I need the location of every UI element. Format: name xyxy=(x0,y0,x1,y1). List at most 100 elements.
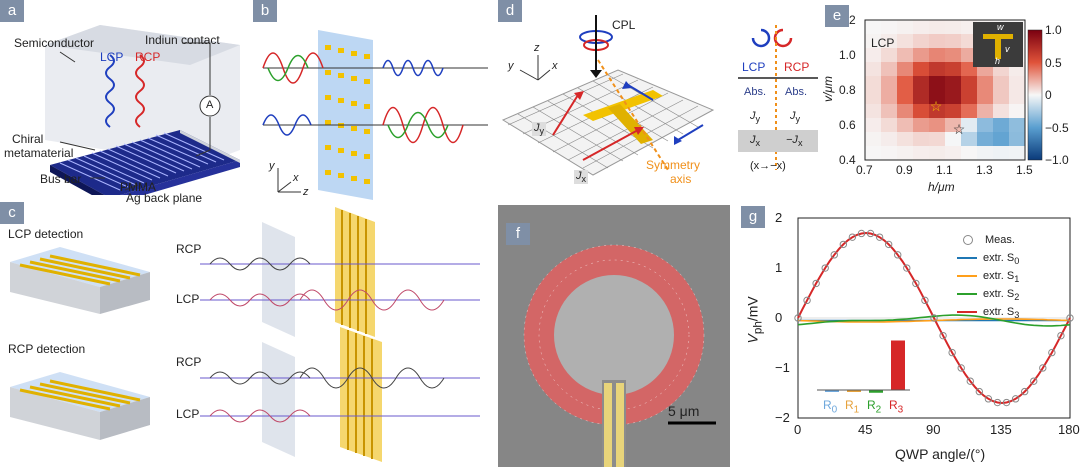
heatmap-cell xyxy=(977,76,994,91)
chart-xlabel: QWP angle/(°) xyxy=(895,446,986,462)
heatmap-cell xyxy=(881,104,898,119)
cpl-label: CPL xyxy=(612,18,636,32)
heatmap-cell xyxy=(897,146,914,161)
meas-point xyxy=(875,233,884,241)
d-axis-y: y xyxy=(508,60,514,72)
legend-swatch xyxy=(957,311,977,314)
heatmap-cell xyxy=(993,90,1010,105)
legend-swatch xyxy=(963,235,973,246)
panel-label-f: f xyxy=(506,223,530,245)
lcp-detection-label: LCP detection xyxy=(8,227,84,241)
heatmap-cell xyxy=(929,20,946,35)
meas-point xyxy=(903,264,911,272)
colorbar-tick: −0.5 xyxy=(1045,120,1069,135)
chart-ytick: −1 xyxy=(775,360,790,375)
meas-point xyxy=(812,279,820,288)
heatmap-cell xyxy=(913,118,930,133)
heatmap-cell xyxy=(961,132,978,147)
heatmap-cell xyxy=(945,90,962,105)
meas-point xyxy=(1011,395,1020,403)
heatmap-cell xyxy=(977,104,994,119)
chart-xtick: 135 xyxy=(990,422,1012,437)
heatmap-cell xyxy=(929,48,946,63)
star-marker-black: ☆ xyxy=(953,121,966,137)
table-head-lcp: LCP xyxy=(742,60,766,74)
heatmap-cell xyxy=(945,34,962,49)
meas-point xyxy=(939,331,947,340)
heatmap-cell xyxy=(961,104,978,119)
heatmap-cell xyxy=(929,90,946,105)
meas-point xyxy=(948,348,956,357)
heatmap-cell xyxy=(881,118,898,133)
meas-point xyxy=(930,314,938,322)
meas-point xyxy=(857,229,866,238)
chiral-label: Chiral xyxy=(12,132,44,146)
heatmap-cell xyxy=(897,90,914,105)
heatmap-cell xyxy=(993,104,1010,119)
meas-point xyxy=(821,264,829,272)
heatmap-cell xyxy=(977,146,994,161)
device-schematic xyxy=(45,25,240,195)
meas-point xyxy=(803,296,811,305)
legend-swatch xyxy=(957,275,977,278)
table-jy-rcp: Jy xyxy=(790,110,801,125)
heatmap-cell xyxy=(865,34,882,49)
heatmap-cell xyxy=(1009,146,1026,161)
heatmap-chart: ☆ ☆ xyxy=(864,19,1043,161)
heatmap-cell xyxy=(993,132,1010,147)
meas-point xyxy=(866,229,875,238)
heatmap-cell xyxy=(897,34,914,49)
semiconductor-label: Semiconductor xyxy=(14,36,95,50)
legend-item: extr. S1 xyxy=(957,270,1019,284)
heatmap-cell xyxy=(897,62,914,77)
axis-x-label: x xyxy=(293,172,299,184)
heatmap-cell xyxy=(929,118,946,133)
grating-lines xyxy=(59,132,225,191)
rcp-label: RCP xyxy=(135,50,161,64)
panel-f: f 5 μm xyxy=(498,205,730,467)
heatmap-cell xyxy=(881,90,898,105)
graphene-diagram xyxy=(501,15,818,176)
legend-swatch xyxy=(957,293,977,296)
inset-bar-2 xyxy=(869,390,883,393)
colorbar-tick: 0 xyxy=(1045,88,1052,102)
ag-back-plane-label: Ag back plane xyxy=(126,191,203,205)
series-line-extr-s2 xyxy=(797,314,1071,327)
legend-item: extr. S2 xyxy=(957,288,1019,302)
panel-label-d: d xyxy=(498,0,522,22)
lcp-label: LCP xyxy=(100,50,124,64)
meas-point xyxy=(957,364,965,372)
heatmap-cell xyxy=(945,76,962,91)
axis-z-label: z xyxy=(303,186,309,198)
heatmap-cell xyxy=(913,76,930,91)
jy-label: Jy xyxy=(532,122,547,137)
meas-point xyxy=(839,240,848,249)
meas-point xyxy=(1030,377,1038,385)
inset-bar-label: R3 xyxy=(889,398,904,416)
heatmap-xtick: 1.5 xyxy=(1016,163,1033,177)
legend-item: Meas. xyxy=(957,234,1015,246)
heatmap-cell xyxy=(865,104,882,119)
heatmap-cell xyxy=(977,118,994,133)
heatmap-cell xyxy=(881,20,898,35)
meas-point xyxy=(884,240,893,249)
meas-point xyxy=(1057,331,1065,340)
meas-point xyxy=(848,233,857,241)
metamaterial-label: metamaterial xyxy=(4,146,74,160)
heatmap-cell xyxy=(913,146,930,161)
axis-y-label: y xyxy=(269,160,275,172)
heatmap-ytick: 1.0 xyxy=(839,48,856,62)
heatmap-cell xyxy=(913,90,930,105)
heatmap-cell xyxy=(961,76,978,91)
heatmap-cell xyxy=(913,48,930,63)
colorbar-tick: −1.0 xyxy=(1045,153,1069,167)
heatmap-cell xyxy=(1009,76,1026,91)
rcp-detection-label: RCP detection xyxy=(8,342,86,356)
chart-xtick: 45 xyxy=(858,422,873,437)
heatmap-title: LCP xyxy=(871,36,895,50)
meas-point xyxy=(1039,364,1047,372)
jx-label: Jx xyxy=(574,170,589,185)
chart-ylabel: Vph/mV xyxy=(744,296,765,344)
heatmap-cell xyxy=(993,146,1010,161)
